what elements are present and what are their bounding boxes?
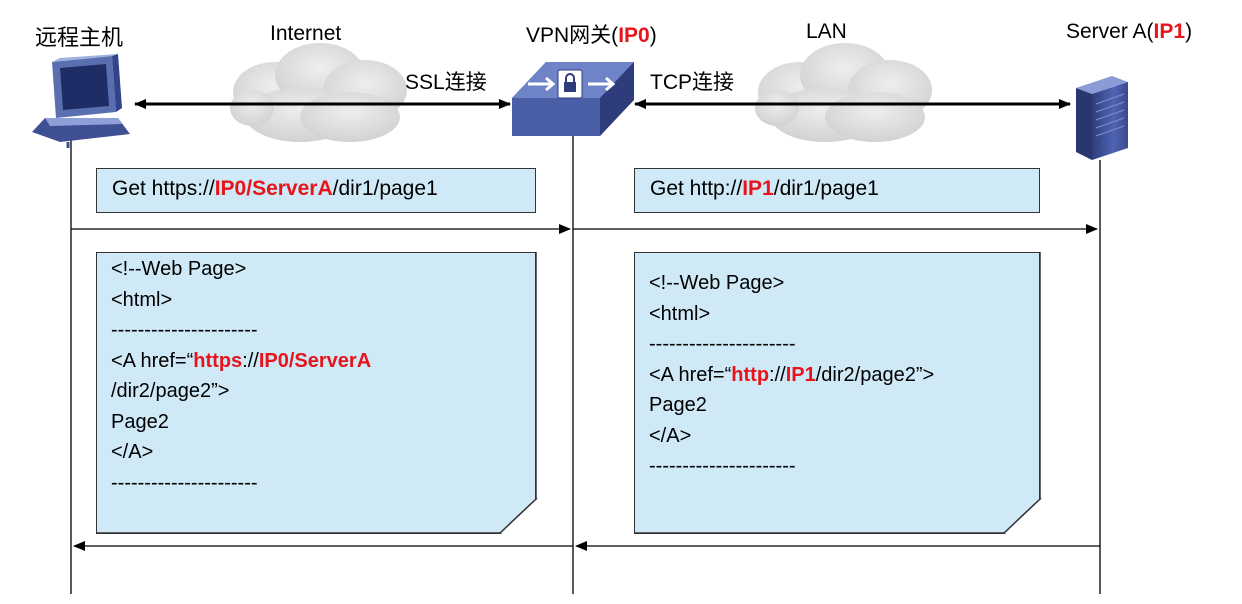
- request-box-right: Get http://IP1/dir1/page1: [634, 168, 1040, 213]
- ssl-connection-label: SSL连接: [405, 71, 487, 94]
- tcp-connection-label: TCP连接: [650, 71, 734, 94]
- page-link-line: <A href=“https://IP0/ServerA: [111, 349, 372, 372]
- server-a-label: Server A(IP1): [1066, 20, 1193, 43]
- vpn-gateway-label: VPN网关(IP0): [526, 24, 657, 47]
- page-link-tail: /dir2/page2”>: [111, 380, 230, 402]
- web-page-box-right: <!--Web Page> <html> -------------------…: [634, 252, 1040, 534]
- request-box-left: Get https://IP0/ServerA/dir1/page1: [96, 168, 536, 213]
- page-line: </A>: [111, 441, 154, 463]
- page-divider: ----------------------: [649, 455, 796, 477]
- page-divider: ----------------------: [649, 333, 796, 355]
- page-link-line: <A href=“http://IP1/dir2/page2”>: [649, 363, 935, 386]
- lan-cloud-icon: [755, 43, 932, 142]
- vpn-gateway-icon: [512, 62, 634, 136]
- page-divider: ----------------------: [111, 319, 258, 341]
- lan-label: LAN: [806, 20, 847, 43]
- page-line: <html>: [111, 288, 173, 311]
- page-line: <!--Web Page>: [111, 258, 247, 280]
- remote-host-label: 远程主机: [35, 26, 124, 51]
- page-line: Page2: [111, 410, 169, 433]
- internet-cloud-icon: [230, 43, 407, 142]
- page-line: </A>: [649, 424, 692, 447]
- computer-icon: [32, 54, 130, 148]
- page-line: <!--Web Page>: [649, 272, 785, 294]
- page-line: <html>: [649, 302, 711, 325]
- page-line: Page2: [649, 394, 707, 416]
- server-icon: [1076, 76, 1128, 160]
- page-divider: ----------------------: [111, 471, 258, 494]
- internet-label: Internet: [270, 22, 342, 45]
- web-page-box-left: <!--Web Page> <html> -------------------…: [96, 252, 536, 534]
